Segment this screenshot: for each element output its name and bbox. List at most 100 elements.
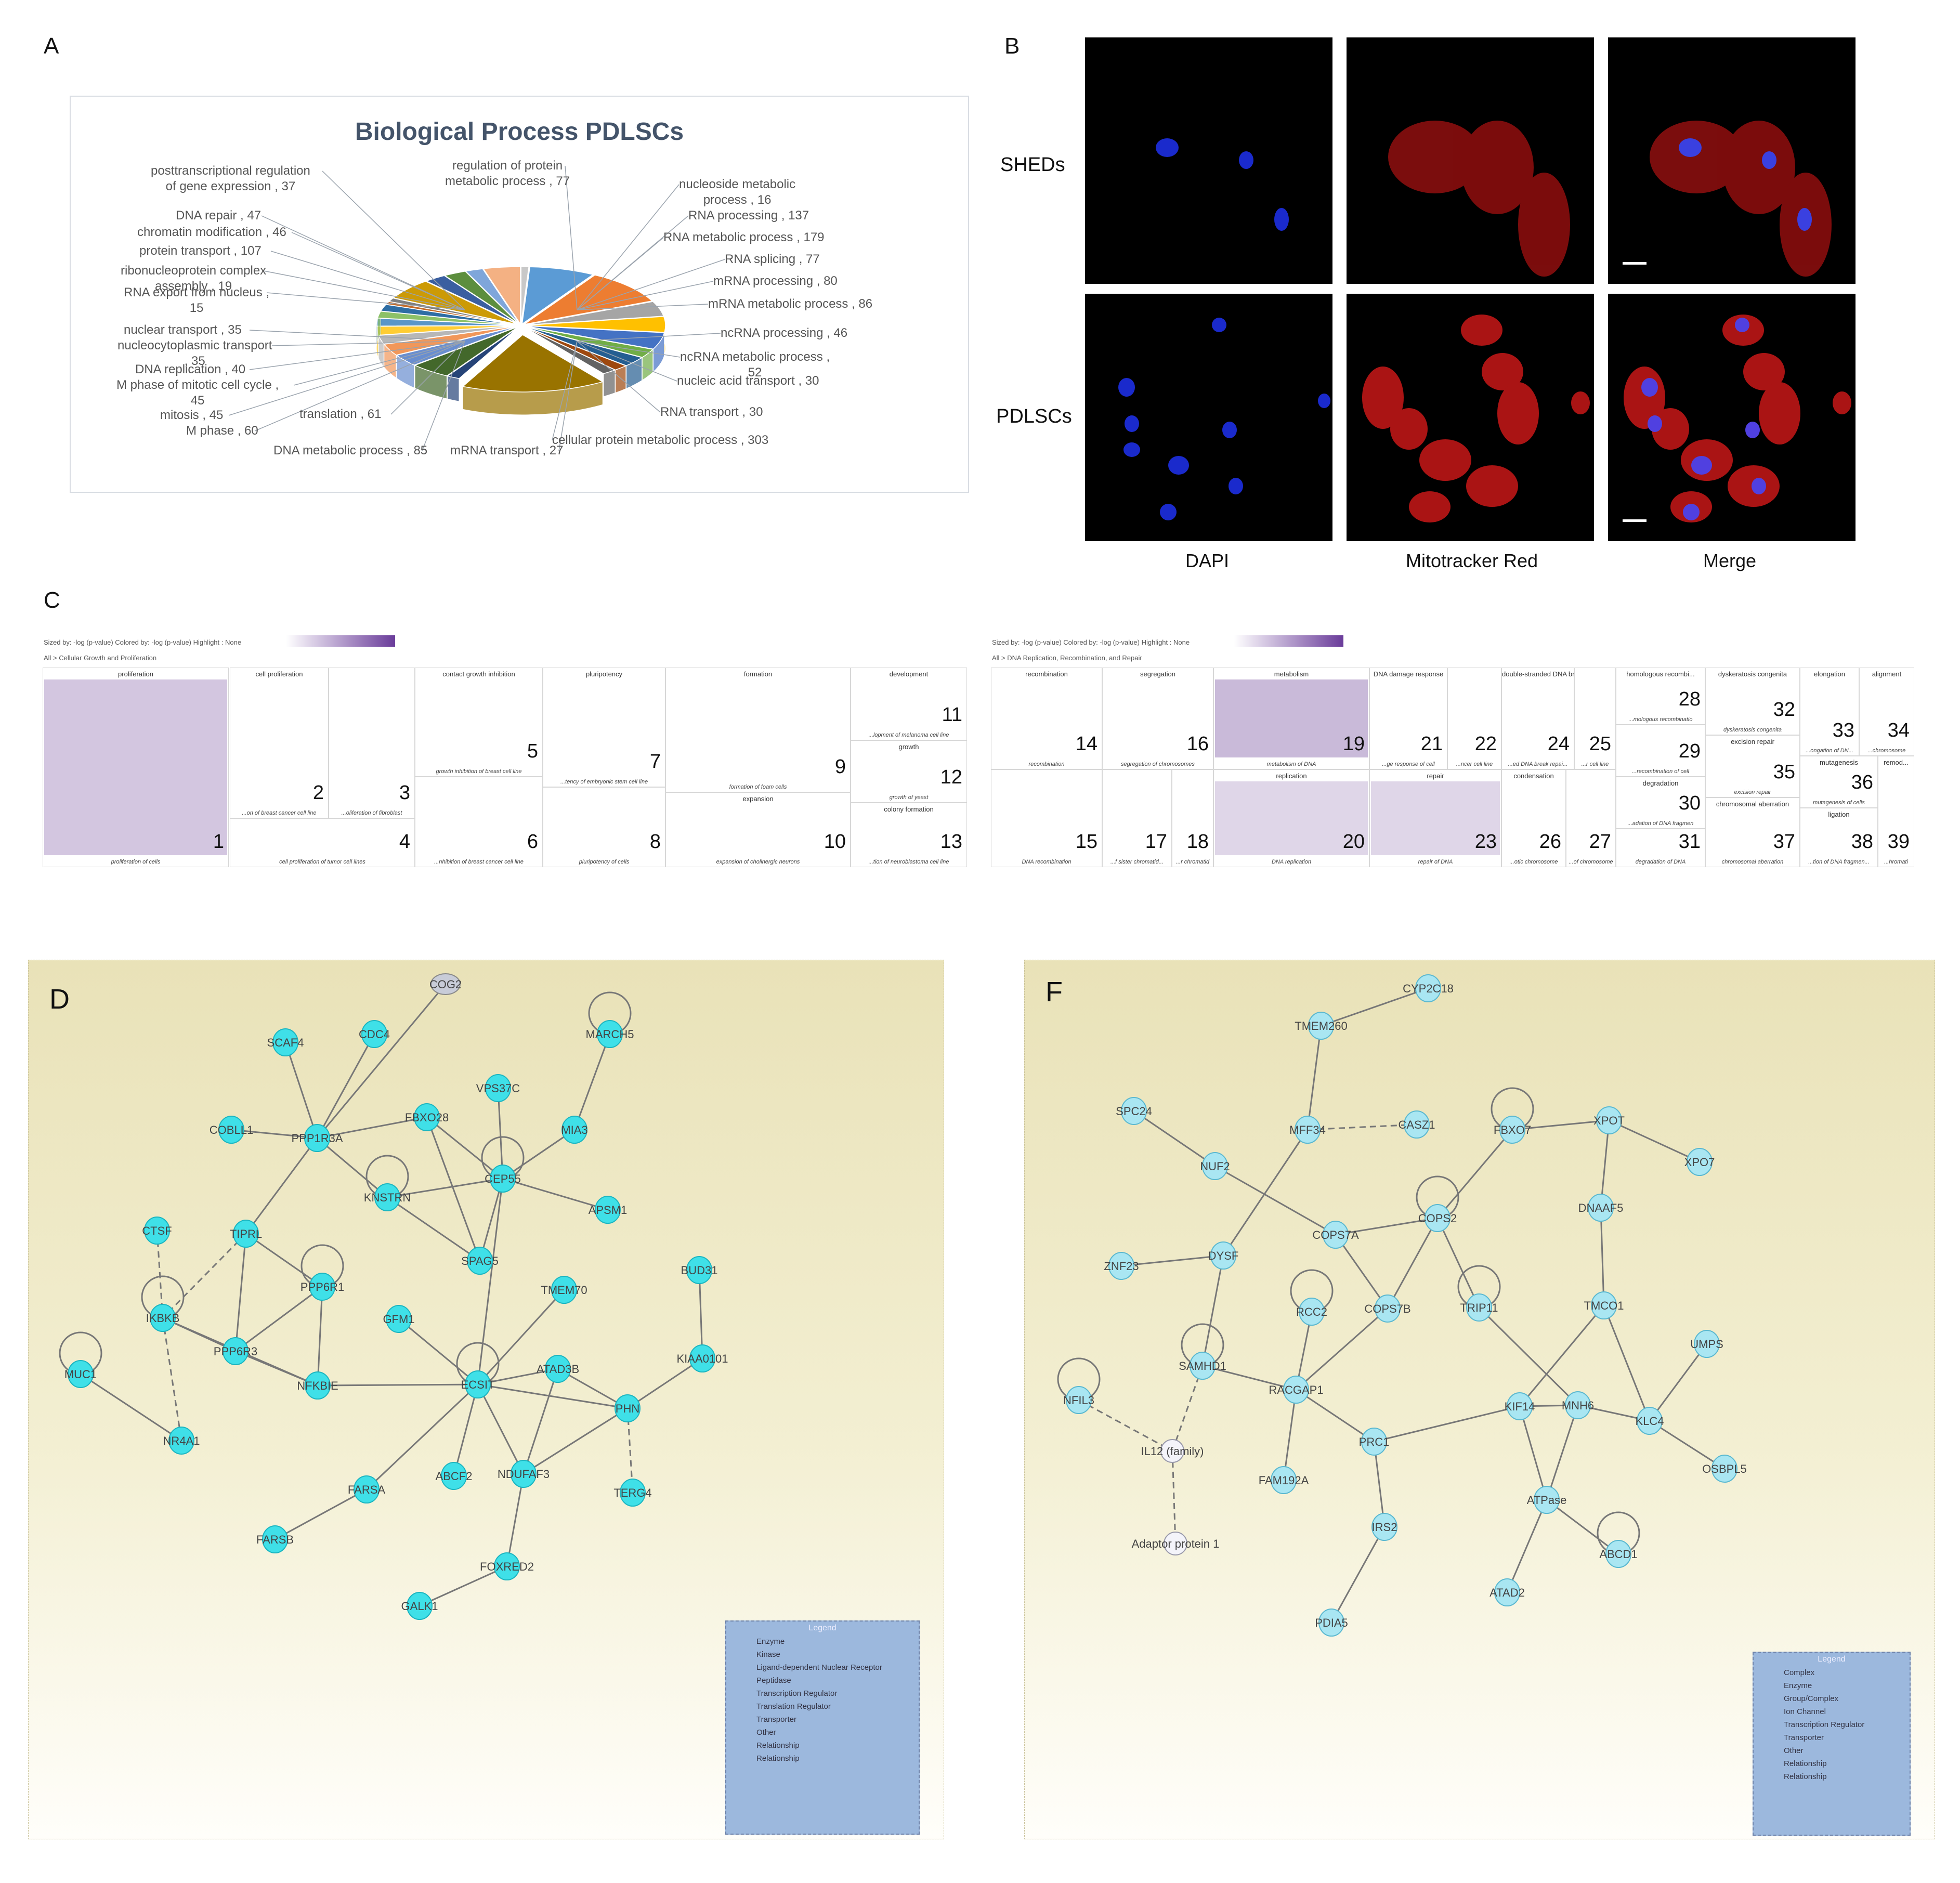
- node-PHN[interactable]: PHN: [615, 1394, 641, 1422]
- node-ZNF23[interactable]: ZNF23: [1104, 1252, 1139, 1280]
- node-TRIP11[interactable]: TRIP11: [1460, 1293, 1498, 1322]
- treemap-cell-29[interactable]: 29...recombination of cell: [1616, 725, 1705, 777]
- node-TMEM260[interactable]: TMEM260: [1295, 1012, 1348, 1040]
- node-COBLL1[interactable]: COBLL1: [210, 1116, 253, 1144]
- treemap-cell-24[interactable]: double-stranded DNA break r...24...ed DN…: [1501, 668, 1574, 769]
- node-SCAF4[interactable]: SCAF4: [267, 1028, 304, 1056]
- node-ABCF2[interactable]: ABCF2: [436, 1462, 473, 1490]
- node-PPP1R3A[interactable]: PPP1R3A: [291, 1124, 343, 1152]
- treemap-cell-17[interactable]: 17...f sister chromatid...: [1102, 769, 1172, 867]
- node-FBXO28[interactable]: FBXO28: [405, 1103, 449, 1131]
- node-CDC4[interactable]: CDC4: [359, 1020, 390, 1048]
- node-ATAD3B[interactable]: ATAD3B: [537, 1355, 579, 1383]
- node-MFF34[interactable]: MFF34: [1289, 1116, 1326, 1144]
- treemap2-breadcrumb[interactable]: All > DNA Replication, Recombination, an…: [992, 654, 1142, 662]
- node-NUF2[interactable]: NUF2: [1200, 1152, 1230, 1180]
- node-APSM1[interactable]: APSM1: [589, 1196, 628, 1224]
- node-MARCH5[interactable]: MARCH5: [586, 1020, 634, 1048]
- node-ABCD1[interactable]: ABCD1: [1599, 1540, 1638, 1568]
- treemap-cell-28[interactable]: homologous recombi...28...mologous recom…: [1616, 668, 1705, 725]
- node-XPO7[interactable]: XPO7: [1684, 1148, 1715, 1176]
- node-COG2[interactable]: COG2: [429, 973, 462, 995]
- node-MIA3[interactable]: MIA3: [561, 1116, 588, 1144]
- node-NR4A1[interactable]: NR4A1: [163, 1427, 200, 1455]
- node-SAMHD1[interactable]: SAMHD1: [1179, 1352, 1226, 1380]
- treemap-cell-25[interactable]: 25...r cell line: [1574, 668, 1616, 769]
- node-SPAG5[interactable]: SPAG5: [461, 1247, 499, 1275]
- node-FOXRED2[interactable]: FOXRED2: [480, 1552, 534, 1580]
- node-CASZ1[interactable]: CASZ1: [1399, 1110, 1435, 1139]
- node-TERG4[interactable]: TERG4: [613, 1479, 652, 1507]
- node-IL12[interactable]: IL12 (family): [1141, 1439, 1204, 1463]
- node-ADAP1[interactable]: Adaptor protein 1: [1132, 1532, 1220, 1555]
- node-PPP6R1[interactable]: PPP6R1: [300, 1273, 344, 1301]
- treemap-cell-27[interactable]: 27...of chromosome: [1566, 769, 1616, 867]
- treemap-cell-3[interactable]: 3...oliferation of fibroblast: [329, 668, 415, 818]
- node-MUC1[interactable]: MUC1: [64, 1360, 97, 1388]
- node-NFKBIE[interactable]: NFKBIE: [297, 1371, 338, 1400]
- node-KNSTRN[interactable]: KNSTRN: [364, 1183, 411, 1211]
- node-IKBKB[interactable]: IKBKB: [146, 1304, 180, 1332]
- node-TIPRL[interactable]: TIPRL: [230, 1220, 262, 1248]
- node-FAM192A[interactable]: FAM192A: [1259, 1466, 1309, 1494]
- node-GFM1[interactable]: GFM1: [383, 1305, 415, 1333]
- node-PPP6R3[interactable]: PPP6R3: [214, 1337, 257, 1365]
- node-SPC24[interactable]: SPC24: [1116, 1097, 1152, 1125]
- node-FARSA[interactable]: FARSA: [348, 1475, 385, 1503]
- node-NDUFAF3[interactable]: NDUFAF3: [498, 1460, 550, 1488]
- node-PRC1[interactable]: PRC1: [1359, 1428, 1390, 1456]
- node-RCC2[interactable]: RCC2: [1296, 1298, 1327, 1326]
- node-PDIA5[interactable]: PDIA5: [1315, 1609, 1348, 1637]
- node-OSBPL5[interactable]: OSBPL5: [1702, 1455, 1747, 1483]
- node-COPS2[interactable]: COPS2: [1418, 1204, 1457, 1232]
- node-RACGAP1[interactable]: RACGAP1: [1269, 1376, 1324, 1404]
- node-XPOT[interactable]: XPOT: [1593, 1106, 1625, 1134]
- treemap-cell-39[interactable]: remod...39...hromati: [1878, 756, 1914, 867]
- treemap1-breadcrumb[interactable]: All > Cellular Growth and Proliferation: [44, 654, 157, 662]
- node-GALK1[interactable]: GALK1: [401, 1592, 438, 1620]
- treemap-cell-6[interactable]: 6...nhibition of breast cancer cell line: [415, 777, 543, 867]
- node-KIF14[interactable]: KIF14: [1505, 1392, 1535, 1420]
- node-CTSF[interactable]: CTSF: [142, 1217, 172, 1245]
- node-FBXO7[interactable]: FBXO7: [1494, 1116, 1531, 1144]
- node-UMPS[interactable]: UMPS: [1690, 1330, 1723, 1358]
- node-TMEM70[interactable]: TMEM70: [541, 1276, 587, 1304]
- node-COPS7B[interactable]: COPS7B: [1364, 1294, 1411, 1323]
- node-FARSB[interactable]: FARSB: [256, 1525, 294, 1553]
- node-TMCO1[interactable]: TMCO1: [1584, 1291, 1624, 1319]
- node-KIAA0101[interactable]: KIAA0101: [676, 1344, 728, 1372]
- node-CYP2C18[interactable]: CYP2C18: [1403, 974, 1454, 1002]
- node-BUD31[interactable]: BUD31: [681, 1256, 718, 1284]
- node-DNAAF5[interactable]: DNAAF5: [1578, 1194, 1624, 1222]
- treemap-cell-18[interactable]: 18...r chromatid: [1172, 769, 1213, 867]
- node-MNH6[interactable]: MNH6: [1562, 1391, 1594, 1419]
- node-CEP55[interactable]: CEP55: [485, 1165, 521, 1193]
- node-ECSIT[interactable]: ECSIT: [461, 1370, 495, 1398]
- treemap-cell-22[interactable]: 22...ncer cell line: [1447, 668, 1501, 769]
